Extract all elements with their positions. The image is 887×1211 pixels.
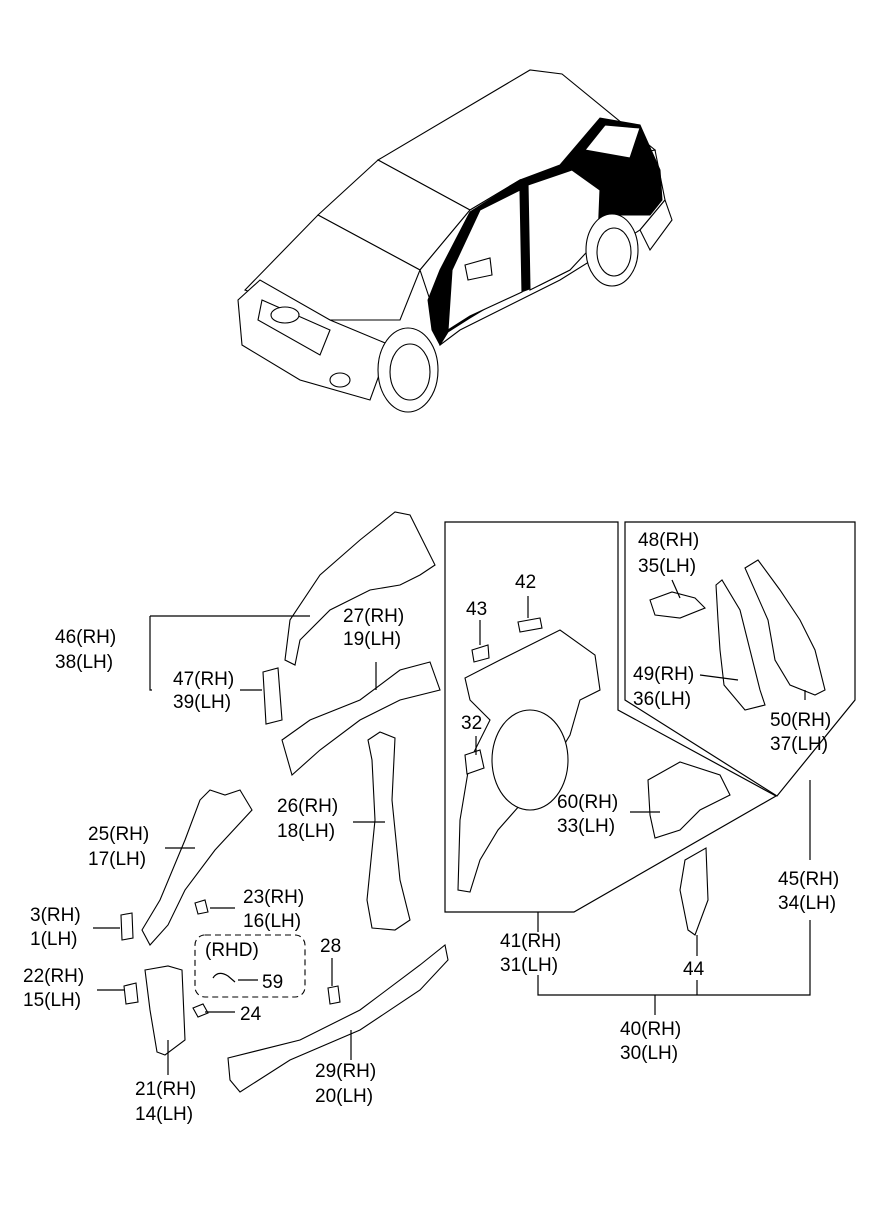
part-43 — [471, 644, 490, 663]
label-1: 1(LH) — [30, 929, 78, 950]
label-35: 35(LH) — [638, 556, 696, 577]
label-25: 25(RH) — [88, 824, 149, 845]
part-32 — [464, 749, 485, 775]
part-46-38 — [284, 511, 436, 666]
label-19: 19(LH) — [343, 629, 401, 650]
part-3-1 — [120, 912, 134, 941]
label-45: 45(RH) — [778, 869, 839, 890]
part-23-16 — [194, 899, 209, 915]
part-47-39 — [262, 667, 283, 725]
part-59 — [212, 972, 236, 983]
label-22: 22(RH) — [23, 966, 84, 987]
part-21-14 — [144, 965, 186, 1056]
callout-labels: 46(RH) 38(LH) 47(RH) 39(LH) 27(RH) 19(LH… — [23, 530, 839, 1125]
label-50: 50(RH) — [770, 710, 831, 731]
part-42 — [517, 617, 543, 633]
part-26-18 — [366, 731, 411, 931]
label-24: 24 — [240, 1004, 262, 1025]
label-30: 30(LH) — [620, 1043, 678, 1064]
label-44: 44 — [683, 959, 705, 980]
label-49: 49(RH) — [633, 664, 694, 685]
bracket-lines — [537, 780, 811, 1015]
vehicle-illustration — [237, 69, 673, 413]
part-22-15 — [123, 982, 139, 1005]
label-29: 29(RH) — [315, 1061, 376, 1082]
label-28: 28 — [320, 936, 341, 957]
label-20: 20(LH) — [315, 1086, 373, 1107]
label-33: 33(LH) — [557, 816, 615, 837]
part-27-19 — [281, 661, 441, 776]
label-48: 48(RH) — [638, 530, 699, 551]
label-34: 34(LH) — [778, 893, 836, 914]
label-47: 47(RH) — [173, 669, 234, 690]
label-15: 15(LH) — [23, 990, 81, 1011]
label-41: 41(RH) — [500, 931, 561, 952]
leader-lines-middle — [475, 596, 698, 956]
label-32: 32 — [461, 713, 482, 734]
leader-lines-right — [671, 579, 806, 700]
label-60: 60(RH) — [557, 792, 618, 813]
part-25-17 — [141, 789, 253, 946]
part-24 — [192, 1003, 209, 1018]
label-43: 43 — [466, 599, 487, 620]
label-59: 59 — [262, 972, 283, 993]
part-48-35 — [649, 591, 706, 619]
leader-lines-left — [93, 615, 385, 1075]
label-17: 17(LH) — [88, 849, 146, 870]
part-44 — [679, 847, 709, 936]
label-21: 21(RH) — [135, 1079, 196, 1100]
part-29-20 — [227, 944, 449, 1093]
label-37: 37(LH) — [770, 734, 828, 755]
label-3: 3(RH) — [30, 905, 81, 926]
label-46: 46(RH) — [55, 627, 116, 648]
label-16: 16(LH) — [243, 911, 301, 932]
label-18: 18(LH) — [277, 821, 335, 842]
label-38: 38(LH) — [55, 652, 113, 673]
label-39: 39(LH) — [173, 692, 231, 713]
label-14: 14(LH) — [135, 1104, 193, 1125]
part-28 — [327, 985, 341, 1005]
label-23: 23(RH) — [243, 887, 304, 908]
rhd-box — [194, 934, 306, 998]
part-60-33 — [647, 761, 731, 839]
part-50-37 — [744, 559, 826, 696]
part-49-36 — [715, 579, 766, 711]
label-rhd: (RHD) — [205, 940, 259, 961]
label-42: 42 — [515, 572, 536, 593]
label-27: 27(RH) — [343, 606, 404, 627]
label-40: 40(RH) — [620, 1019, 681, 1040]
box-45-34 — [624, 521, 856, 797]
label-26: 26(RH) — [277, 796, 338, 817]
label-31: 31(LH) — [500, 955, 558, 976]
label-36: 36(LH) — [633, 689, 691, 710]
